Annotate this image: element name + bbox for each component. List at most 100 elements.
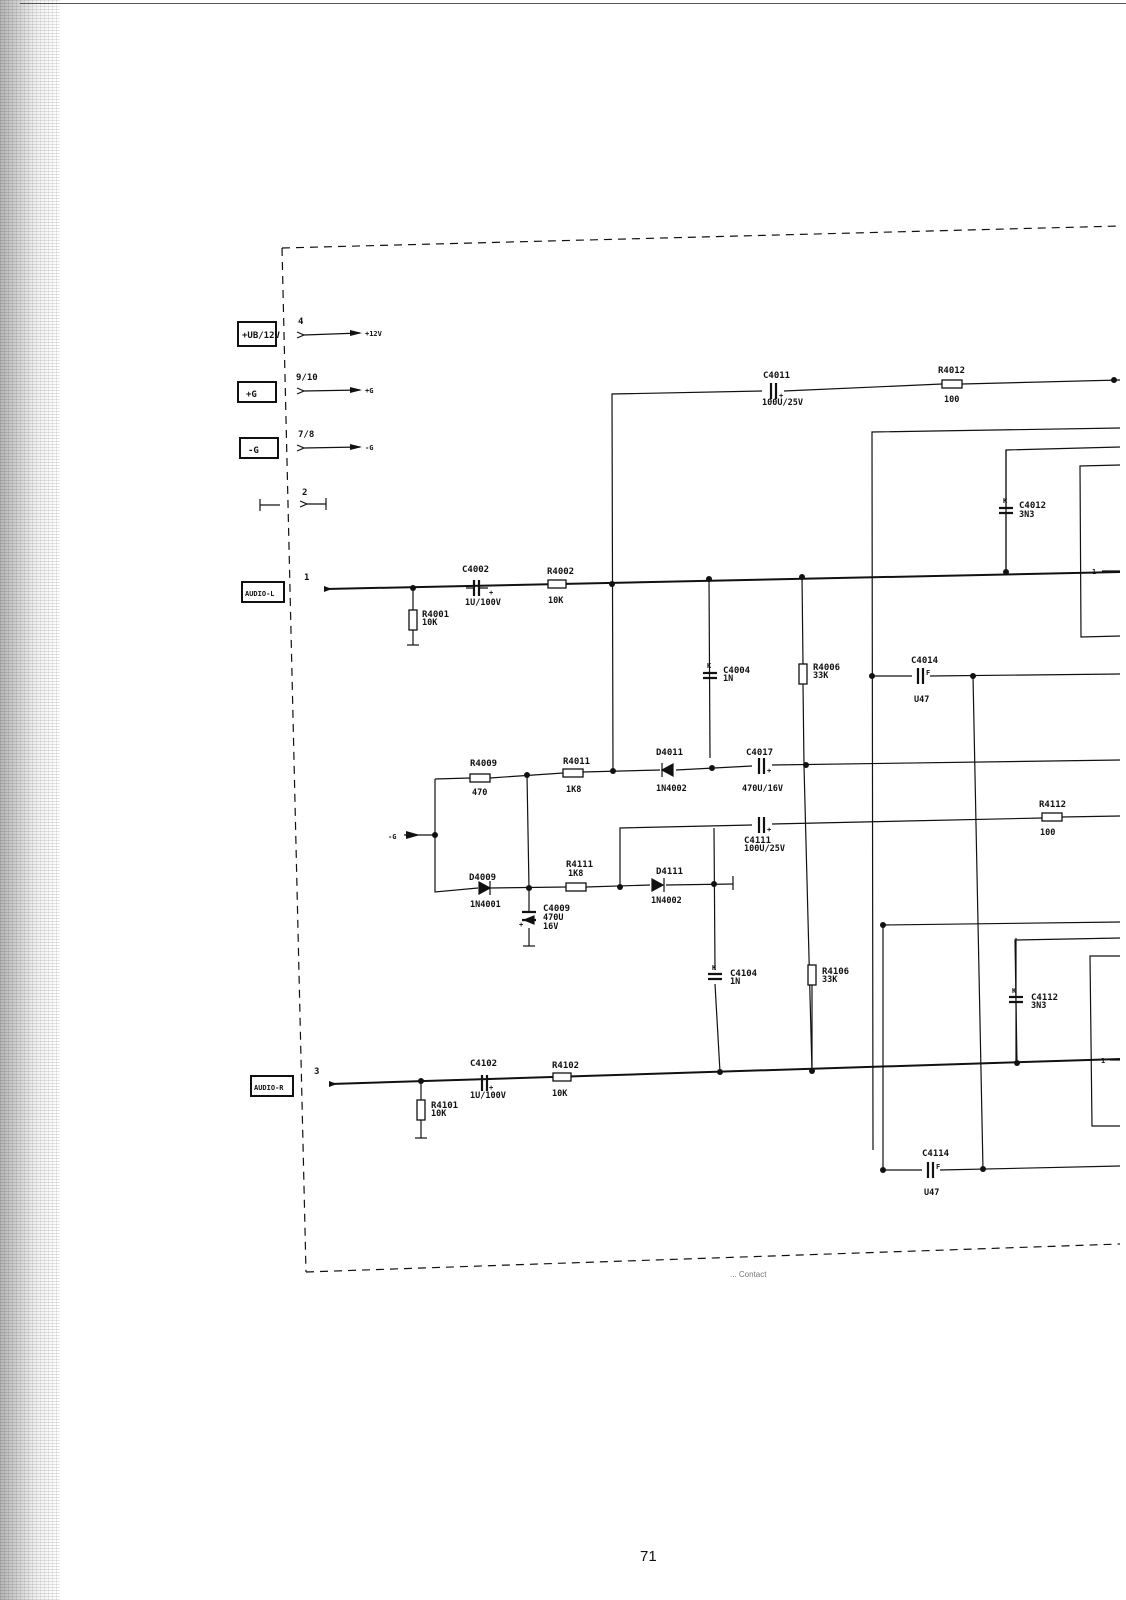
R4112-ref: R4112: [1039, 800, 1066, 810]
R4009-ref: R4009: [470, 759, 497, 769]
C4017-ref: C4017: [746, 748, 773, 758]
C4017-plus-mark: +: [767, 767, 771, 775]
connector-box-audio-r: [250, 1075, 294, 1097]
D4009-ref: D4009: [469, 873, 496, 883]
capacitor-C4011: [769, 383, 778, 399]
ic-bottom-pin-label: 1: [1101, 1057, 1105, 1065]
capacitor-C4111: [757, 817, 766, 833]
pin-9-10-label: 9/10: [296, 373, 318, 383]
R4012-ref: R4012: [938, 366, 965, 376]
connector-ub-label: +UB/12V: [242, 331, 281, 341]
resistor-R4111: [565, 882, 587, 892]
page-number: 71: [640, 1548, 657, 1565]
connector-audio-l-label: AUDIO-L: [245, 590, 275, 598]
D4011-value: 1N4002: [656, 784, 687, 794]
C4004-k-mark: K: [707, 662, 712, 670]
C4112-ref: C4112: [1031, 993, 1058, 1003]
C4009-value: 470U: [543, 913, 563, 923]
capacitor-C4102: [480, 1075, 489, 1091]
C4111-value: 100U/25V: [744, 844, 785, 854]
R4106-value: 33K: [822, 975, 838, 985]
resistor-R4012: [941, 379, 963, 389]
C4102-plus-mark: +: [489, 1084, 493, 1092]
C4111-plus-mark: +: [767, 826, 771, 834]
R4002-value: 10K: [548, 596, 564, 606]
C4017-value: 470U/16V: [742, 784, 783, 794]
R4009-value: 470: [472, 788, 487, 798]
net-plus-g-label: +G: [365, 387, 373, 395]
resistor-R4101: [416, 1099, 426, 1121]
C4104-ref: C4104: [730, 969, 758, 979]
diode-D4111: [651, 877, 665, 893]
C4014-value: U47: [914, 695, 929, 705]
C4112-value: 3N3: [1031, 1001, 1046, 1011]
connector-plus-g-label: +G: [246, 390, 257, 400]
R4006-value: 33K: [813, 671, 829, 681]
C4009-ref: C4009: [543, 904, 570, 914]
C4014-f-mark: F: [926, 669, 930, 677]
R4106-ref: R4106: [822, 967, 849, 977]
C4114-f-mark: F: [936, 1163, 940, 1171]
C4011-ref: C4011: [763, 371, 790, 381]
resistor-R4011: [562, 768, 584, 778]
C4102-ref: C4102: [470, 1059, 497, 1069]
D4011-ref: D4011: [656, 748, 683, 758]
C4114-value: U47: [924, 1188, 939, 1198]
board-outline-left: [281, 247, 307, 1273]
connector-audio-r-label: AUDIO-R: [254, 1084, 284, 1092]
connector-box-plus-g: [237, 381, 277, 403]
D4111-ref: D4111: [656, 867, 683, 877]
resistor-R4112: [1041, 812, 1063, 822]
C4102-value: 1U/100V: [470, 1091, 506, 1101]
pin-2-label: 2: [302, 488, 307, 498]
R4001-value: 10K: [422, 618, 438, 628]
R4112-value: 100: [1040, 828, 1055, 838]
pin-3-label: 3: [314, 1067, 319, 1077]
C4009-plus-mark: +: [519, 921, 523, 929]
C4104-k-mark: K: [712, 964, 717, 972]
resistor-R4006: [798, 663, 808, 685]
connector-box-audio-l: [241, 581, 285, 603]
pin-7-8-label: 7/8: [298, 430, 314, 440]
C4111-ref: C4111: [744, 836, 771, 846]
capacitor-C4017: [757, 758, 766, 774]
capacitor-C4104: [708, 972, 722, 981]
R4012-value: 100: [944, 395, 959, 405]
C4002-plus-mark: +: [489, 589, 493, 597]
diode-D4009: [478, 880, 492, 896]
pin-1-label: 1: [304, 573, 309, 583]
C4012-value: 3N3: [1019, 510, 1034, 520]
D4009-value: 1N4001: [470, 900, 501, 910]
capacitor-C4014: [916, 668, 925, 684]
net-minus-g-label: -G: [365, 444, 373, 452]
resistor-R4102: [552, 1072, 572, 1082]
D4111-value: 1N4002: [651, 896, 682, 906]
C4012-k-mark: K: [1003, 497, 1008, 505]
C4104-value: 1N: [730, 977, 740, 987]
capacitor-C4114: [926, 1162, 935, 1178]
C4011-value: 100U/25V: [762, 398, 803, 408]
top-border-line: [20, 3, 1126, 4]
diode-D4011: [660, 762, 674, 778]
R4111-ref: R4111: [566, 860, 593, 870]
R4111-value: 1K8: [568, 869, 583, 879]
ic-top-pin-label: 1: [1092, 568, 1096, 576]
R4006-ref: R4006: [813, 663, 840, 673]
C4014-ref: C4014: [911, 656, 939, 666]
R4002-ref: R4002: [547, 567, 574, 577]
R4102-ref: R4102: [552, 1061, 579, 1071]
scan-shadow-edge: [0, 0, 60, 1600]
C4004-ref: C4004: [723, 666, 751, 676]
C4002-value: 1U/100V: [465, 598, 501, 608]
R4011-ref: R4011: [563, 757, 590, 767]
board-outline-top: [281, 225, 1121, 249]
C4009-value2: 16V: [543, 922, 558, 932]
connector-box-ub: [237, 321, 277, 347]
resistor-R4106: [807, 964, 817, 986]
resistor-R4002: [547, 579, 567, 589]
neg-supply-label: -G: [388, 833, 396, 841]
board-outline-bottom: [305, 1243, 1121, 1273]
connector-box-minus-g: [239, 437, 279, 459]
